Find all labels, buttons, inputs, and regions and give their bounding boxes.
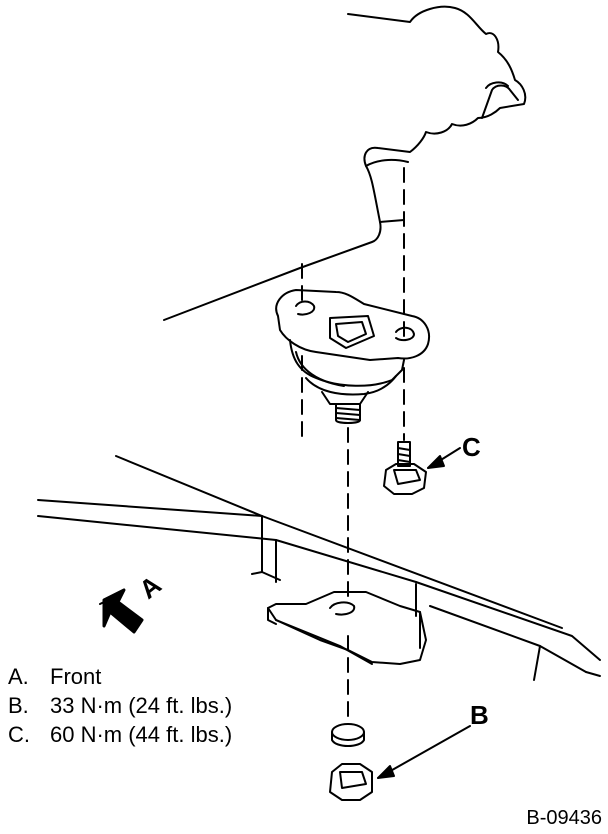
legend-item: A. Front [8, 662, 232, 691]
legend-item: B. 33 N·m (24 ft. lbs.) [8, 691, 232, 720]
legend-key: A. [8, 664, 29, 689]
front-arrow-icon [99, 588, 144, 634]
upper-panel [163, 5, 527, 321]
callout-label-b: B [470, 700, 489, 730]
legend-key: C. [8, 722, 30, 747]
figure-id: B-09436 [526, 807, 602, 829]
frame-rail [37, 455, 601, 681]
legend-text: 60 N·m (44 ft. lbs.) [50, 722, 233, 747]
legend-text: 33 N·m (24 ft. lbs.) [50, 693, 233, 718]
legend: A. Front B. 33 N·m (24 ft. lbs.) C. 60 N·m … [8, 662, 232, 749]
lower-bracket [267, 591, 427, 665]
stud [335, 403, 361, 424]
callout-label-a: A [133, 569, 166, 604]
legend-item: C. 60 N·m (44 ft. lbs.) [8, 720, 232, 749]
legend-key: B. [8, 693, 29, 718]
callout-b-arrow [377, 725, 471, 779]
nut-b [329, 763, 373, 801]
washer [331, 723, 365, 747]
bolt-c [383, 441, 427, 495]
callout-label-c: C [462, 432, 481, 462]
callout-c-arrow [427, 447, 461, 469]
upper-mount-bracket [275, 289, 430, 405]
legend-text: Front [50, 664, 102, 689]
